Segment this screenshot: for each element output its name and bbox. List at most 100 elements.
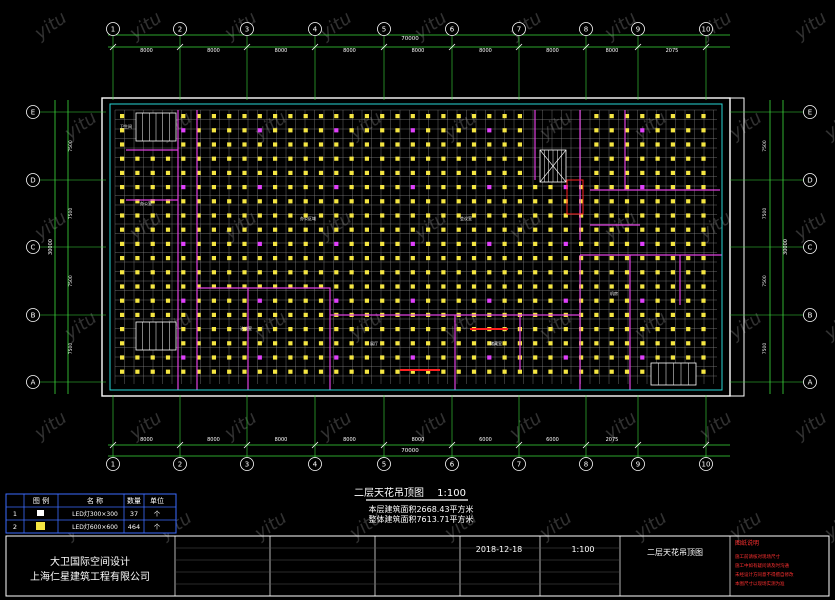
led-light-600 [441,142,446,147]
led-light-600 [701,156,706,161]
led-light-600 [318,185,324,190]
watermark-text: yitu [820,507,835,544]
axis-bubble-top-circle [579,22,593,36]
led-light-600 [502,241,507,246]
led-light-600 [426,327,431,332]
led-light-600 [594,213,599,218]
led-light-600 [349,170,354,175]
led-light-600 [303,341,308,346]
room-label: 储藏室 [490,340,502,346]
led-light-600 [135,170,140,175]
led-light-600 [609,355,614,360]
led-light-600 [609,213,614,218]
led-light-600 [349,341,354,346]
led-light-600 [364,298,369,303]
led-light-600 [257,270,262,275]
led-light-600 [135,199,140,204]
watermark-text: yitu [505,407,546,444]
tick-mark [448,441,456,449]
led-light-600 [334,270,339,275]
led-light-600 [441,369,446,374]
led-light-600 [410,156,415,161]
led-light-600 [670,241,675,246]
led-light-600 [273,327,278,332]
led-light-600 [594,355,599,360]
led-light-600 [227,170,232,175]
led-light-600 [380,341,385,346]
led-light-600 [563,341,568,346]
led-light-600 [318,213,324,218]
led-light-600 [211,213,216,218]
led-light-600 [227,369,232,374]
led-light-600 [196,199,201,204]
tick-mark [243,441,251,449]
led-light-300 [563,185,568,190]
led-light-600 [471,227,477,232]
company-name-2: 上海仁星建筑工程有限公司 [30,570,150,583]
axis-bubble-right-circle [803,240,817,254]
axis-bubble-top: 8 [584,26,588,34]
led-light-600 [410,270,415,275]
led-light-600 [242,327,247,332]
led-light-600 [196,298,201,303]
led-light-300 [640,355,645,360]
led-light-600 [165,156,171,161]
axis-bubble-right-circle [803,375,817,389]
led-light-600 [181,199,186,204]
dimension-label: 8000 [140,48,153,54]
led-light-600 [594,241,599,246]
dimension-label: 8000 [207,437,220,443]
axis-bubble-top: 9 [636,26,640,34]
led-light-600 [441,156,446,161]
led-light-600 [548,355,553,360]
led-light-600 [594,128,599,133]
led-light-600 [441,298,446,303]
tick-mark [311,43,319,51]
led-light-600 [624,355,630,360]
led-light-600 [624,284,630,289]
legend-header-qty: 数量 [127,496,141,505]
watermark-text: yitu [30,407,71,444]
axis-bubble-right-circle [803,308,817,322]
led-light-600 [120,369,125,374]
led-light-600 [686,114,691,119]
led-light-600 [517,284,522,289]
side-dimension-label: 7500 [762,275,768,287]
led-light-600 [655,170,660,175]
led-light-600 [686,355,691,360]
led-light-600 [120,355,125,360]
led-light-600 [380,369,385,374]
led-light-600 [686,185,691,190]
led-light-600 [364,142,369,147]
tick-mark [380,441,388,449]
led-light-600 [487,341,492,346]
led-light-600 [196,256,201,261]
led-light-600 [456,213,461,218]
axis-bubble-bottom: 1 [111,461,115,469]
led-light-600 [563,284,568,289]
led-light-600 [686,227,691,232]
led-light-600 [334,156,339,161]
led-light-600 [303,270,308,275]
dimension-label: 2075 [606,437,619,443]
axis-bubble-left-circle [26,173,40,187]
led-light-600 [441,284,446,289]
room-label: 办公室 [140,200,152,206]
led-light-600 [686,284,691,289]
led-light-600 [471,114,477,119]
led-light-600 [655,227,660,232]
led-light-600 [471,284,477,289]
led-light-600 [502,369,507,374]
tick-mark [380,43,388,51]
total-dimension: 70000 [401,36,419,42]
led-light-600 [150,284,155,289]
led-light-600 [579,213,584,218]
led-light-300 [334,185,339,190]
led-light-600 [517,114,522,119]
led-light-600 [640,199,645,204]
room-label: 机房 [610,290,618,296]
led-light-600 [533,355,538,360]
led-light-600 [273,170,278,175]
led-light-300 [257,241,262,246]
